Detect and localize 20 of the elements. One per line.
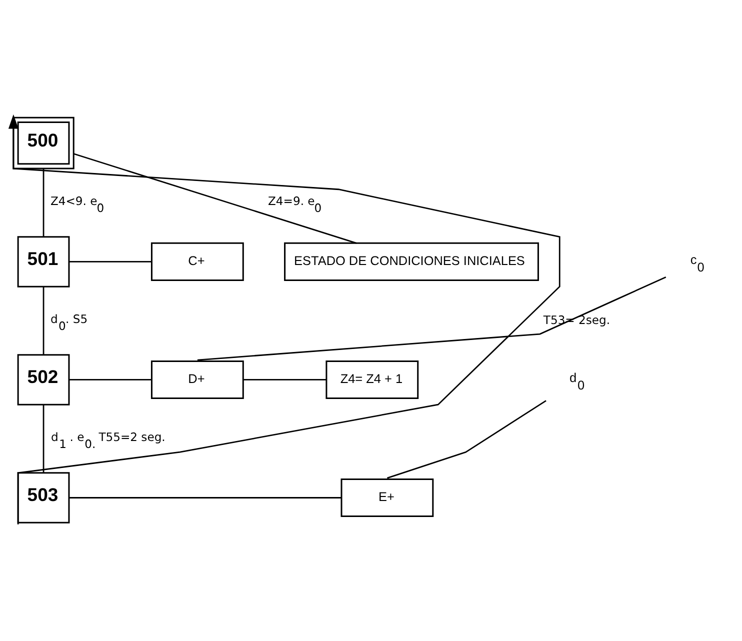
connector (73, 152, 357, 244)
node-box: ESTADO DE CONDICIONES INICIALES (284, 242, 539, 280)
node-box: D+ (150, 360, 244, 398)
connector (197, 276, 666, 360)
node-box: 502 (17, 354, 70, 405)
connector (42, 168, 44, 236)
connector (69, 378, 152, 380)
node-box: C+ (150, 242, 244, 280)
connector (42, 404, 44, 472)
connector (243, 378, 326, 380)
arrow (8, 114, 560, 524)
connector (69, 260, 152, 262)
connector (386, 400, 546, 478)
node-box: 503 (17, 472, 70, 523)
connector (42, 286, 44, 354)
node-box: E+ (340, 478, 434, 517)
node-box: 501 (17, 236, 70, 287)
node-box: 500 (12, 116, 74, 169)
node-box: Z4= Z4 + 1 (326, 360, 419, 398)
connector (70, 496, 342, 498)
